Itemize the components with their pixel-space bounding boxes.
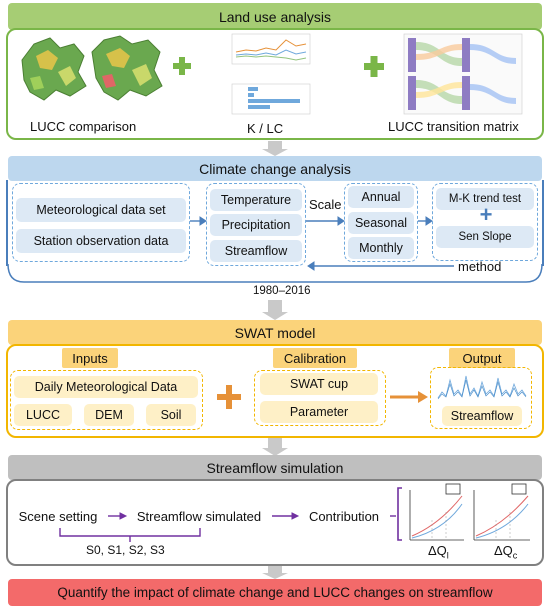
contribution-bracket <box>397 487 402 541</box>
period-bracket <box>7 263 543 283</box>
plus-icon-green-1 <box>173 57 191 75</box>
final-banner: Quantify the impact of climate change an… <box>8 579 542 606</box>
down-arrow-4 <box>262 566 288 579</box>
final-title: Quantify the impact of climate change an… <box>57 585 493 600</box>
data-source-meteorological: Meteorological data set <box>16 198 186 222</box>
calibration-parameter: Parameter <box>260 401 378 423</box>
scale-annual: Annual <box>348 186 414 208</box>
delta-q-climate: ΔQc <box>494 543 517 561</box>
lucc-transition-matrix <box>403 33 523 115</box>
scales-group <box>344 183 418 262</box>
down-arrow-3 <box>262 438 288 456</box>
delta-q-climate-main: ΔQ <box>494 543 513 558</box>
scale-monthly: Monthly <box>348 237 414 259</box>
down-arrow-1 <box>262 141 288 156</box>
method-plus: + <box>479 202 493 227</box>
data-source-group <box>12 183 190 262</box>
k-lc-caption: K / LC <box>247 121 284 136</box>
lucc-matrix-caption: LUCC transition matrix <box>388 119 519 134</box>
method-sen-slope: Sen Slope <box>436 226 534 248</box>
method-label: method <box>458 259 502 274</box>
k-lc-charts <box>231 33 311 115</box>
inputs-group <box>10 370 203 430</box>
streamflow-simulated: Streamflow simulated <box>136 508 262 524</box>
variables-group <box>206 183 306 266</box>
lucc-map-2 <box>91 35 163 101</box>
land-use-panel <box>6 28 544 140</box>
climate-header: Climate change analysis <box>8 156 542 181</box>
input-dem: DEM <box>84 404 134 426</box>
method-group <box>432 183 538 261</box>
scene-setting: Scene setting <box>18 508 98 524</box>
contribution: Contribution <box>308 508 380 524</box>
variable-streamflow: Streamflow <box>210 240 302 262</box>
scale-seasonal: Seasonal <box>348 212 414 234</box>
lucc-comparison-caption: LUCC comparison <box>30 119 137 134</box>
inputs-label: Inputs <box>62 348 118 368</box>
input-soil: Soil <box>146 404 196 426</box>
scenarios-label: S0, S1, S2, S3 <box>86 543 165 557</box>
output-streamflow-chart <box>436 372 528 404</box>
input-daily-met: Daily Meteorological Data <box>14 376 198 398</box>
method-mk-test: M-K trend test <box>436 188 534 210</box>
plus-icon-orange <box>217 385 241 409</box>
output-group <box>430 367 532 429</box>
contribution-chart-land <box>409 483 464 541</box>
calibration-group <box>254 370 386 426</box>
swat-title: SWAT model <box>234 324 316 341</box>
swat-arrow <box>390 391 428 403</box>
climate-arrows <box>190 216 454 271</box>
scale-label: Scale <box>309 197 342 212</box>
output-streamflow: Streamflow <box>442 406 522 426</box>
lucc-map-1 <box>21 37 87 101</box>
contribution-chart-climate <box>473 483 530 541</box>
delta-q-climate-sub: c <box>512 550 518 561</box>
delta-q-land: ΔQl <box>428 543 449 561</box>
variable-temperature: Temperature <box>210 189 302 211</box>
plus-icon-green-2 <box>364 56 384 77</box>
land-use-title: Land use analysis <box>218 8 332 25</box>
down-arrow-2 <box>262 300 288 320</box>
calibration-swat-cup: SWAT cup <box>260 373 378 395</box>
calibration-label: Calibration <box>273 348 357 368</box>
data-source-station: Station observation data <box>16 229 186 253</box>
simulation-title: Streamflow simulation <box>206 459 344 476</box>
output-label: Output <box>449 348 515 368</box>
climate-title: Climate change analysis <box>199 160 351 177</box>
simulation-header: Streamflow simulation <box>8 455 542 480</box>
period-label: 1980–2016 <box>253 285 311 297</box>
input-lucc: LUCC <box>14 404 72 426</box>
delta-q-land-sub: l <box>446 550 449 561</box>
simulation-panel <box>6 479 544 566</box>
climate-panel <box>6 180 544 266</box>
simulation-arrows <box>108 512 396 520</box>
swat-header: SWAT model <box>8 320 542 345</box>
land-use-header: Land use analysis <box>8 3 542 30</box>
variable-precipitation: Precipitation <box>210 214 302 236</box>
delta-q-land-main: ΔQ <box>428 543 447 558</box>
swat-panel <box>6 344 544 438</box>
